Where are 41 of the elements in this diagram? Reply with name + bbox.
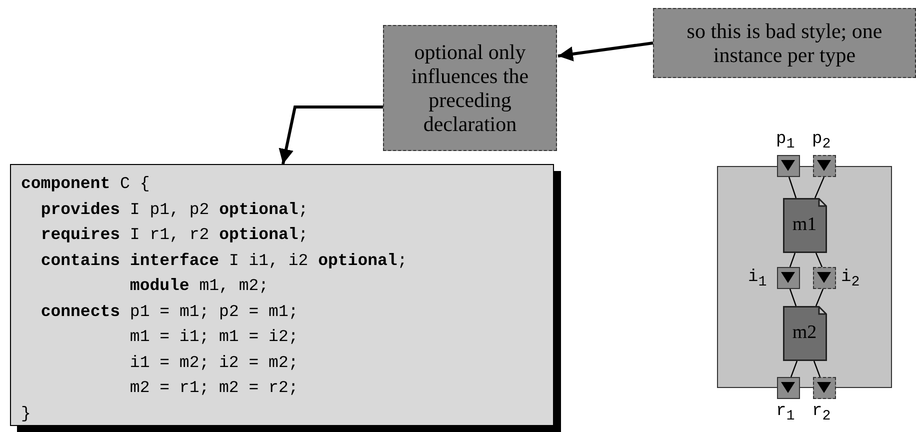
- connector-line: [790, 360, 798, 378]
- arrow: [558, 42, 654, 62]
- port-label: r$_{2}$: [812, 402, 831, 424]
- connector-line: [789, 288, 797, 306]
- connector-line: [788, 176, 797, 198]
- port-box: [813, 377, 836, 399]
- connector-line: [815, 288, 824, 306]
- port-box: [777, 155, 800, 177]
- code-line: requires I r1, r2 optional;: [40, 224, 310, 246]
- code-line: i1 = m2; i2 = m2;: [128, 352, 300, 374]
- note-text: optional only influences the preceding declaration: [410, 40, 530, 136]
- code-line: m2 = r1; m2 = r2;: [128, 377, 300, 399]
- code-line: provides I p1, p2 optional;: [40, 198, 310, 220]
- module-box: [782, 198, 826, 252]
- note-box: [383, 25, 557, 151]
- code-line: connects p1 = m1; p2 = m1;: [40, 300, 300, 322]
- code-line: contains interface I i1, i2 optional;: [40, 250, 408, 272]
- code-line: m1 = i1; m1 = i2;: [128, 326, 300, 348]
- module-label: m1: [792, 214, 817, 236]
- port-label: p$_{1}$: [776, 130, 795, 152]
- port-box: [812, 266, 836, 288]
- note-box: [653, 8, 916, 78]
- port-box: [777, 377, 800, 399]
- port-label: i$_{1}$: [748, 268, 767, 290]
- port-label: p$_{2}$: [812, 130, 831, 152]
- module-box: [782, 306, 826, 360]
- code-line: component C {: [21, 173, 151, 195]
- port-label: r$_{1}$: [776, 402, 795, 424]
- component-box: [717, 166, 892, 388]
- arrow: [278, 106, 383, 164]
- note-text: so this is bad style; one instance per type: [686, 19, 884, 67]
- connector-line: [813, 360, 821, 378]
- module-label: m2: [792, 322, 817, 344]
- port-box: [813, 155, 836, 177]
- port-label: i$_{2}$: [841, 268, 860, 290]
- connector-line: [814, 176, 825, 198]
- port-box: [776, 266, 800, 288]
- code-line: module m1, m2;: [128, 275, 270, 297]
- code-line: }: [21, 402, 32, 424]
- connector-line: [789, 252, 796, 268]
- connector-line: [815, 252, 823, 268]
